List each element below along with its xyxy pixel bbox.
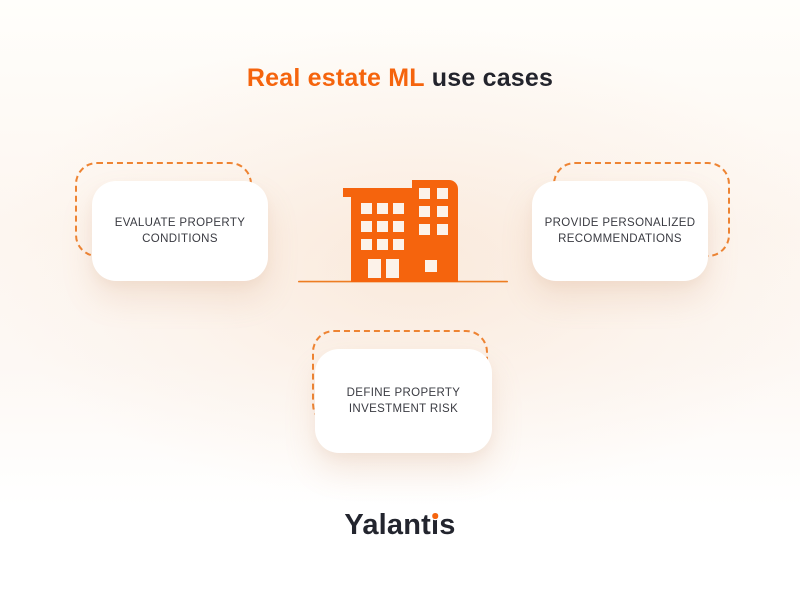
logo-text: Yalantis (344, 509, 456, 541)
use-case-label: EVALUATE PROPERTY CONDITIONS (114, 217, 246, 245)
use-case-card-recommend: PROVIDE PERSONALIZED RECOMMENDATIONS (532, 181, 708, 281)
use-case-label: DEFINE PROPERTY INVESTMENT RISK (346, 387, 461, 415)
title-rest: use cases (431, 64, 554, 92)
title-accent: Real estate ML (246, 64, 425, 92)
use-case-label: PROVIDE PERSONALIZED RECOMMENDATIONS (544, 217, 696, 245)
building-icon (298, 176, 508, 284)
use-case-card-risk: DEFINE PROPERTY INVESTMENT RISK (315, 349, 492, 453)
use-case-card-evaluate: EVALUATE PROPERTY CONDITIONS (92, 181, 268, 281)
